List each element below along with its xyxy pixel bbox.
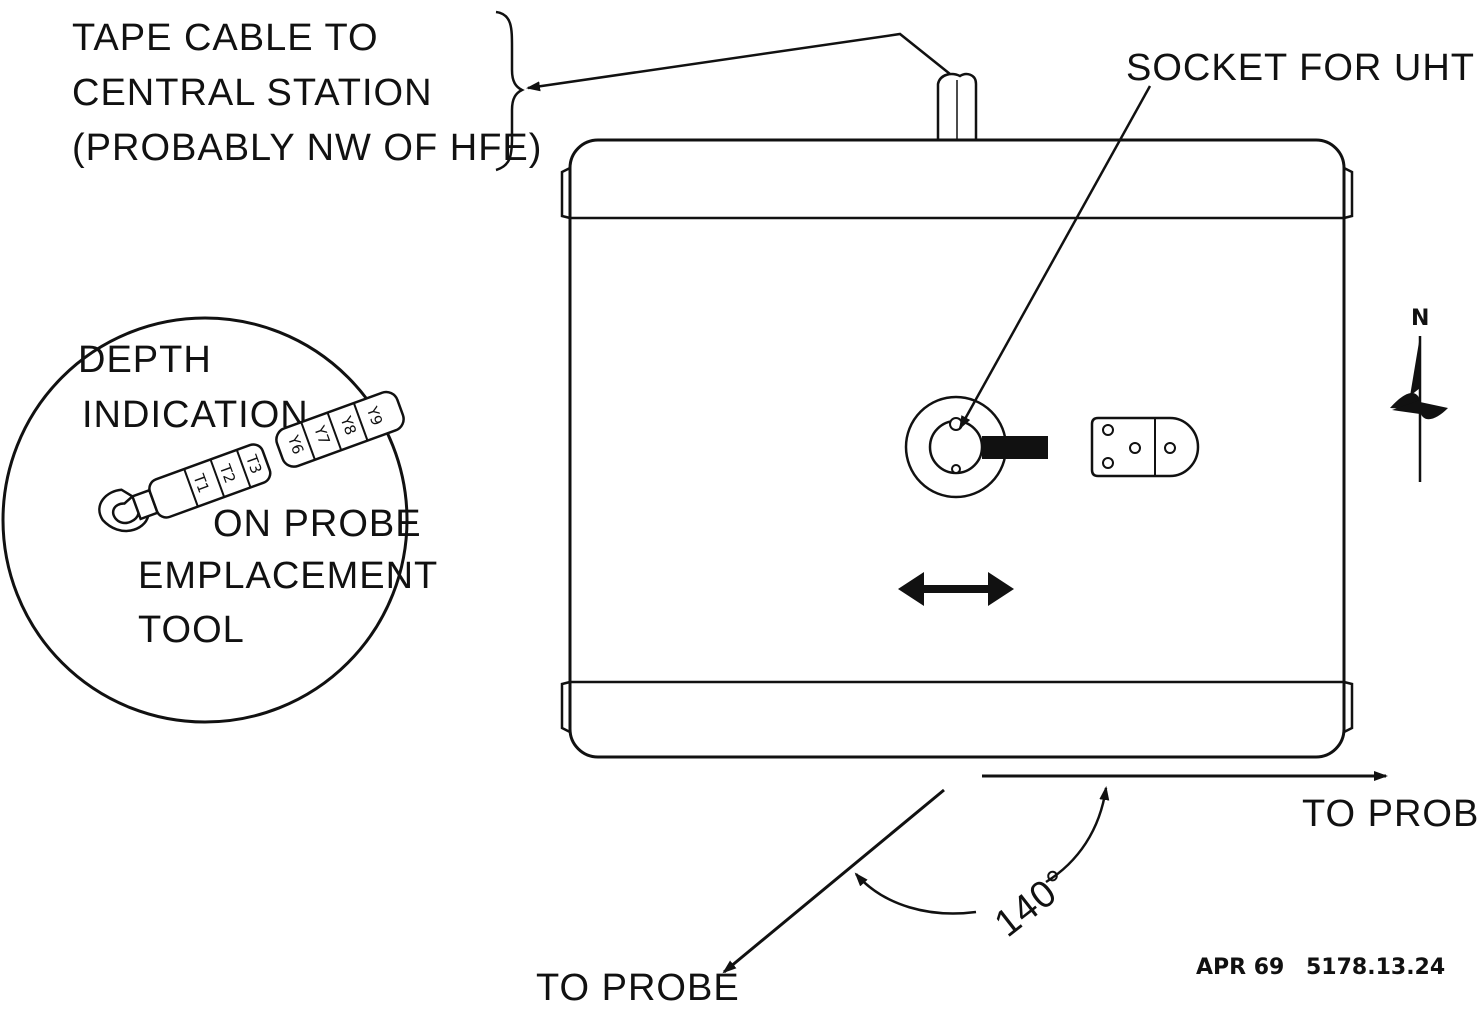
angle-arc-right (1045, 786, 1110, 884)
uht-socket (904, 395, 1048, 499)
footer-code: 5178.13.24 (1306, 955, 1445, 980)
socket-label: SOCKET FOR UHT (1126, 47, 1475, 89)
tool-mark-y6: Y6 (284, 432, 308, 457)
on-probe-line-2: EMPLACEMENT (138, 555, 438, 597)
to-probe-right-label: TO PROBE (1302, 793, 1480, 835)
tape-cable-label: TAPE CABLE TO CENTRAL STATION (PROBABLY … (72, 17, 542, 169)
tape-cable-line-1: TAPE CABLE TO (72, 17, 379, 59)
depth-line-2: INDICATION (82, 394, 309, 436)
tool-mark-y8: Y8 (336, 413, 360, 438)
tool-mark-y9: Y9 (363, 403, 387, 428)
north-label: N (1411, 306, 1429, 331)
tape-cable-line-3: (PROBABLY NW OF HFE) (72, 127, 542, 169)
connector-plate (1090, 416, 1200, 478)
angle-arc-left (854, 872, 977, 915)
socket-leader-line (958, 85, 1152, 430)
to-probe-bottom-label: TO PROBE (536, 967, 740, 1009)
double-headed-arrow-icon (898, 572, 1014, 606)
emplacement-tool-icon: T1 T2 T3 Y6 Y7 Y8 Y9 (98, 390, 405, 533)
angle-label: 140° (987, 862, 1078, 946)
footer-date: APR 69 (1196, 955, 1284, 980)
north-arrow-icon: N (1390, 306, 1448, 482)
on-probe-line-3: TOOL (138, 609, 245, 651)
on-probe-line-1: ON PROBE (213, 503, 422, 545)
probe-tool-inset: DEPTH INDICATION T1 T2 T3 Y6 Y7 Y8 Y9 ON… (1, 316, 438, 724)
tool-mark-t2: T2 (215, 461, 239, 486)
tool-mark-y7: Y7 (310, 422, 334, 447)
probe-arrow-bottom (722, 788, 945, 974)
tool-mark-t3: T3 (242, 451, 266, 476)
cable-stub (936, 72, 978, 140)
depth-line-1: DEPTH (78, 339, 212, 381)
tool-mark-t1: T1 (189, 471, 213, 496)
label-brace (495, 10, 525, 172)
tape-cable-line-2: CENTRAL STATION (72, 72, 433, 114)
cable-leader-line (526, 32, 951, 92)
